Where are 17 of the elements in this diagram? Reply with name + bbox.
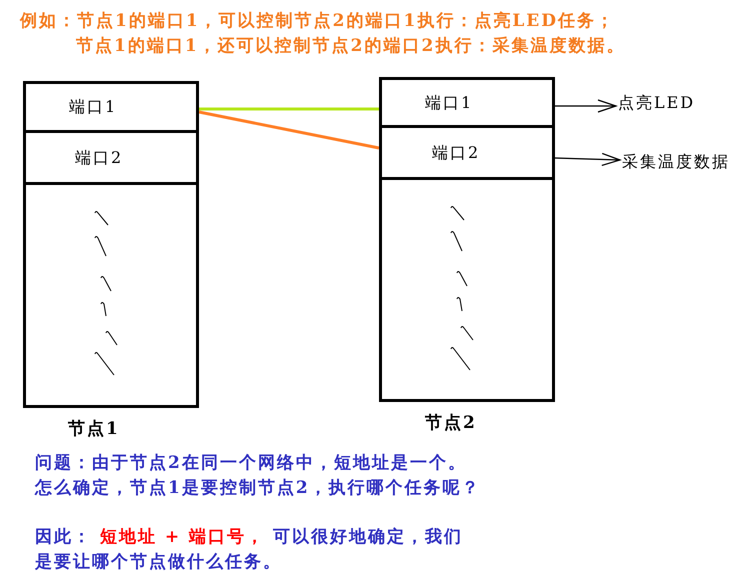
port-label: 端口1	[425, 92, 474, 112]
example-note: 节点1的端口1，还可以控制节点2的端口2执行：采集温度数据。	[76, 35, 626, 57]
arrow	[555, 99, 617, 113]
node-title: 节点1	[68, 419, 120, 439]
conclusion-text: 因此： 短地址 + 端口号， 可以很好地确定，我们是要让哪个节点做什么任务。	[35, 526, 464, 574]
question-text: 怎么确定，节点1是要控制节点2，执行哪个任务呢？	[35, 477, 481, 500]
task-label: 采集温度数据	[622, 151, 740, 173]
port-label: 端口2	[432, 142, 480, 162]
task-label: 点亮LED	[618, 92, 692, 114]
connector-line	[199, 108, 379, 110]
port-label: 端口2	[75, 148, 124, 168]
connector-line	[198, 110, 380, 150]
arrow	[554, 152, 621, 166]
example-note: 例如：节点1的端口1，可以控制节点2的端口1执行：点亮LED任务；	[20, 10, 615, 32]
node-title: 节点2	[425, 413, 477, 433]
port-label: 端口1	[69, 97, 118, 117]
question-text: 问题：由于节点2在同一个网络中，短地址是一个。	[35, 452, 467, 475]
